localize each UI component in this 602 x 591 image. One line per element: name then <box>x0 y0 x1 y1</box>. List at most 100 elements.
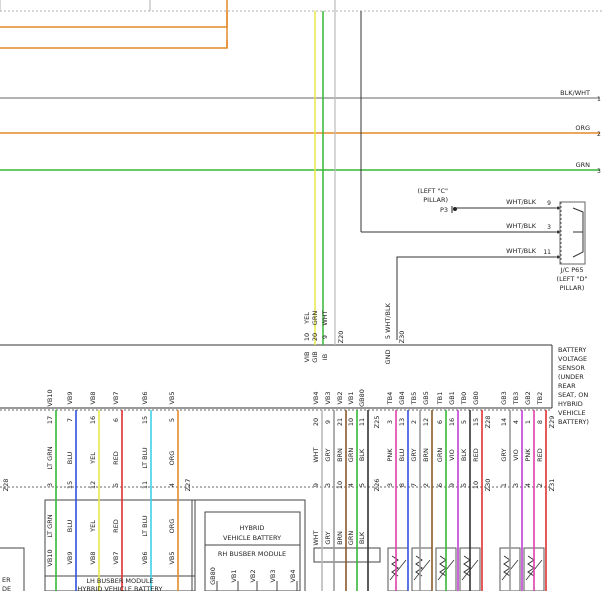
connector-pin-number: 10 <box>472 481 480 489</box>
connector-pin-number: 6 <box>436 483 444 487</box>
hybrid-battery-frame <box>191 499 306 591</box>
jc-location: PILLAR) <box>560 284 585 292</box>
wire-color-label: GRN <box>576 161 591 169</box>
junction-pin <box>556 206 560 210</box>
module-pin: VB9 <box>66 551 74 564</box>
module-pin: VB8 <box>89 551 97 564</box>
sensor-pin-name: GB4 <box>398 391 406 405</box>
connector-pin-number: 12 <box>89 481 97 489</box>
wire-color-label: VIO <box>512 449 520 460</box>
orange-top-wire <box>0 40 228 49</box>
wire-color-label: RED <box>472 448 480 462</box>
junction-pin <box>556 255 560 259</box>
wire-color-label: RED <box>112 519 120 533</box>
rh-busber-module-box <box>204 511 301 591</box>
connector-pin-number: 12 <box>422 418 430 426</box>
connector-pin-number: 9 <box>324 420 332 424</box>
connector-id: Z28 <box>2 479 10 492</box>
connector-pin-number: 5 <box>460 483 468 487</box>
wire-color-label: BLU <box>398 449 406 462</box>
module-subtitle: HYBRID VEHICLE BATTERY <box>78 585 163 591</box>
connector-pin-number: 10 <box>303 333 311 341</box>
sensor-label: BATTERY <box>558 346 586 354</box>
connector-pin-number: 5 <box>112 483 120 487</box>
connector-pin-number: 15 <box>66 481 74 489</box>
right-lower-connector <box>313 547 381 563</box>
connector-pin-number: 2 <box>536 483 544 487</box>
sensor-pin-name: GIB <box>311 351 319 362</box>
pillar-label: PILLAR) <box>423 196 448 204</box>
connector-pin-number: 10 <box>347 418 355 426</box>
connector-pin-number: Z28 <box>484 416 492 429</box>
resistor-symbol <box>439 555 447 577</box>
connector-pin-number: 6 <box>112 418 120 422</box>
connector-pin-number: 11 <box>358 418 366 426</box>
sensor-pin-name: TB4 <box>386 392 394 406</box>
wht-blk-wire <box>396 256 556 340</box>
module-label: VEHICLE BATTERY <box>223 534 281 542</box>
sensor-label: REAR <box>558 382 576 390</box>
wire-color-label: RED <box>536 448 544 462</box>
sensor-pin-name: IB <box>321 354 329 360</box>
wire-color-label: GRN <box>311 311 319 326</box>
connector-pin-number: 15 <box>472 418 480 426</box>
connector-pin-number: 13 <box>398 418 406 426</box>
connector-pin-number: 4 <box>524 483 532 487</box>
connector-pin-number: 3 <box>597 168 601 175</box>
connector-pin-number: 10 <box>336 481 344 489</box>
module-title: RH BUSBER MODULE <box>218 550 286 558</box>
module-pin: VB2 <box>249 569 257 582</box>
sensor-pin-name: VIB <box>303 352 311 363</box>
module-pin: VB7 <box>112 551 120 564</box>
wire-color-label: WHT/BLK <box>506 222 537 230</box>
connector-pin-number: 5 <box>384 335 392 339</box>
edge-module-label: DE <box>2 585 11 591</box>
connector-pin-number: 11 <box>141 481 149 489</box>
connector-pin-number: 5 <box>460 420 468 424</box>
wire-color-label: WHT/BLK <box>506 198 537 206</box>
connector-pin-number: 4 <box>168 483 176 487</box>
wire-color-label: BLK <box>460 448 468 461</box>
wire-color-label: LT BLU <box>141 515 149 537</box>
connector-pin-number: 3 <box>547 224 551 231</box>
module-pin: VB10 <box>46 549 54 566</box>
wire-color-label: GRY <box>500 448 508 461</box>
connector-pin-number: 20 <box>312 418 320 426</box>
sensor-pin-name: VB10 <box>46 389 54 406</box>
wire-color-label: YEL <box>303 312 311 325</box>
orange-top-wire <box>0 0 228 28</box>
connector-pin-number: 9 <box>312 483 320 487</box>
connector-pin-number: 21 <box>336 418 344 426</box>
wire-color-label: GRN <box>347 531 355 546</box>
resistor-symbol <box>503 555 511 577</box>
wire-color-label: GRN <box>436 448 444 463</box>
wire-color-label: WHT <box>321 310 329 325</box>
sensor-label: VOLTAGE <box>558 355 587 363</box>
connector-pin-number: 8 <box>398 483 406 487</box>
sensor-pin-name: VB6 <box>141 391 149 404</box>
wire-color-label: BLK/WHT <box>560 89 590 97</box>
wire-color-label: GRN <box>347 448 355 463</box>
connector-pin-number: Z26 <box>373 479 381 492</box>
connector-pin-number: 16 <box>448 418 456 426</box>
connector-pin-number: 2 <box>410 420 418 424</box>
sensor-pin-name: TB2 <box>536 392 544 406</box>
sensor-label: BATTERY) <box>558 418 589 426</box>
sensor-pin-name: TB5 <box>410 392 418 406</box>
connector-pin-number: 11 <box>543 249 551 256</box>
sensor-label: SEAT, ON <box>558 391 588 399</box>
connector-pin-number: 9 <box>321 335 329 339</box>
connector-pin-number: 15 <box>141 416 149 424</box>
connector-pin-number: 2 <box>597 131 601 138</box>
junction-pin <box>556 230 560 234</box>
wire-color-label: LT GRN <box>46 514 54 537</box>
pillar-label: (LEFT "C" <box>418 187 448 195</box>
connector-pin-number: 6 <box>436 420 444 424</box>
resistor-symbol <box>527 555 535 577</box>
wire-color-label: RED <box>112 451 120 465</box>
connector-pin-number: 3 <box>386 483 394 487</box>
connector-pin-number: 3 <box>512 483 520 487</box>
wire-color-label: WHT <box>312 447 320 462</box>
